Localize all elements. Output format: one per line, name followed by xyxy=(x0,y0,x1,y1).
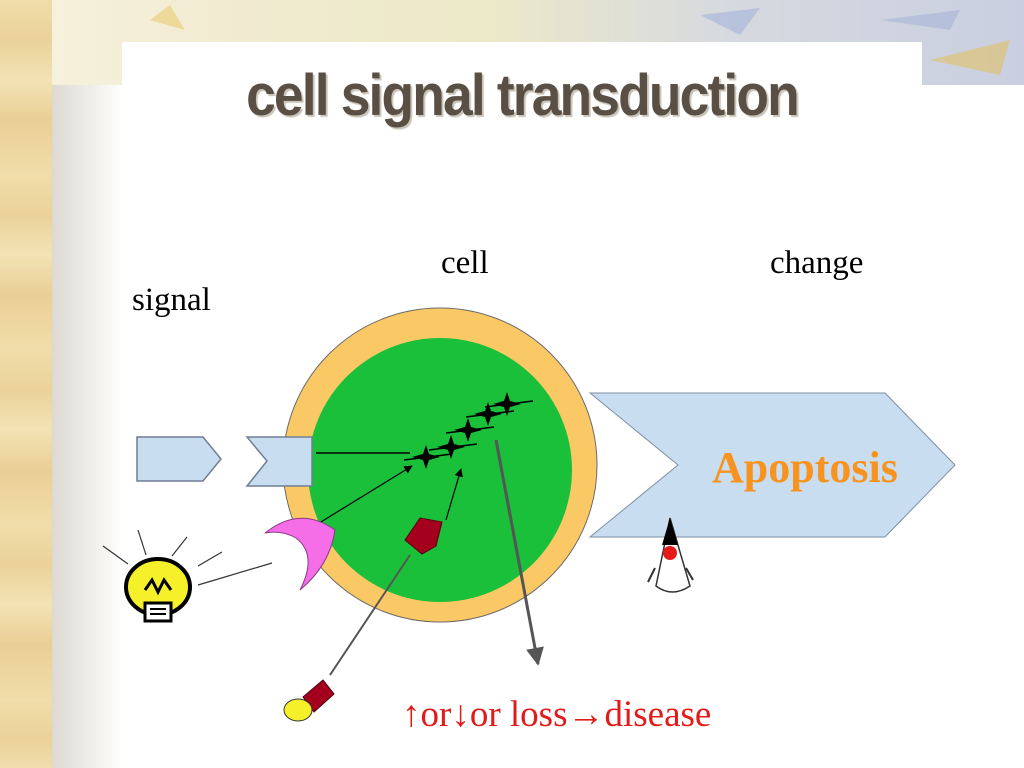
signal-label-box xyxy=(122,267,230,325)
change-arrow xyxy=(588,392,956,538)
left-shadow-band xyxy=(52,85,122,768)
cascade-down-arrow xyxy=(494,439,544,666)
slide-title: cell signal transduction xyxy=(246,63,800,128)
change-label: change xyxy=(770,245,864,281)
apoptosis-label: Apoptosis xyxy=(712,443,898,492)
pink-crescent-receptor xyxy=(264,517,336,591)
cell-label: cell xyxy=(441,245,489,281)
decorative-leaves xyxy=(150,5,1010,75)
red-marker-shape xyxy=(404,517,443,555)
signal-label: signal xyxy=(132,282,211,318)
pen-line xyxy=(329,554,411,676)
cone-figure-icon xyxy=(647,517,694,593)
sparkle-cascade xyxy=(403,392,534,469)
receptor-arrow xyxy=(315,465,413,526)
disease-note: ↑or↓or loss→disease xyxy=(402,694,712,735)
title-box xyxy=(122,42,922,144)
receptor-chevron xyxy=(245,436,313,487)
lightbulb-icon xyxy=(102,529,273,623)
cell-inner-body xyxy=(308,338,572,602)
marker-arrow xyxy=(445,468,463,521)
pen-marker-icon xyxy=(283,679,335,722)
signal-pentagon xyxy=(136,436,222,482)
